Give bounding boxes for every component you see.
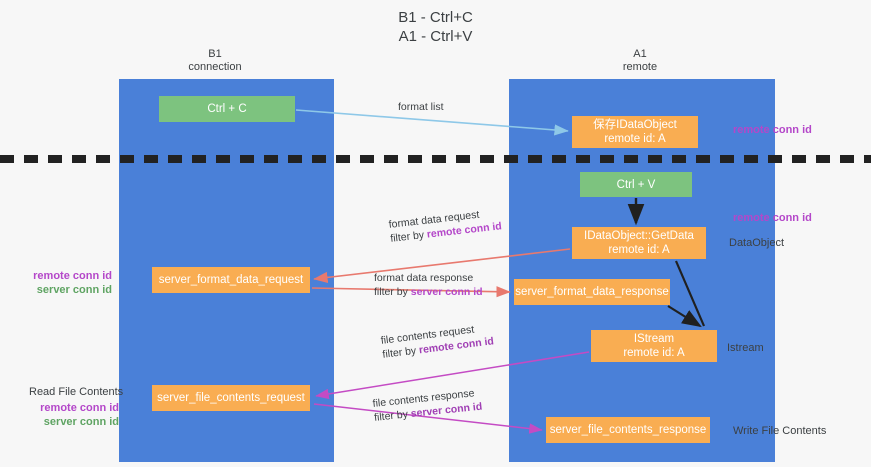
node-ctrl-v-label: Ctrl + V (616, 178, 656, 191)
node-server-format-data-response[interactable]: server_format_data_response (514, 279, 670, 305)
node-idataobject-getdata-label: IDataObject::GetData (584, 230, 694, 242)
node-server-file-contents-response[interactable]: server_file_contents_response (546, 417, 710, 443)
node-server-format-data-request[interactable]: server_format_data_request (152, 267, 310, 293)
filter-prefix: filter by (381, 344, 420, 361)
filter-prefix: filter by (389, 228, 428, 245)
node-ctrl-c-label: Ctrl + C (207, 103, 247, 115)
node-server-format-data-request-label: server_format_data_request (158, 274, 304, 286)
annotation-remote-conn-id-left-2: remote conn id (40, 402, 119, 414)
edge-label-format-list-text: format list (398, 101, 444, 113)
column-header-a1: A1 remote (560, 48, 720, 74)
annotation-server-conn-id-left-1: server conn id (36, 284, 112, 296)
edge-label-format-data-response-line2: filter by server conn id (374, 285, 483, 299)
node-istream[interactable]: IStream remote id: A (591, 330, 717, 362)
node-server-file-contents-response-label: server_file_contents_response (549, 424, 707, 436)
page-title: B1 - Ctrl+C A1 - Ctrl+V (0, 8, 871, 46)
node-idataobject-getdata-sub: remote id: A (608, 244, 670, 256)
node-idataobject-getdata[interactable]: IDataObject::GetData remote id: A (572, 227, 706, 259)
annotation-istream: Istream (727, 342, 764, 354)
annotation-dataobject: DataObject (729, 237, 785, 249)
node-server-format-data-response-label: server_format_data_response (515, 286, 669, 298)
column-header-b1-name: B1 (208, 48, 222, 60)
column-header-b1-role: connection (188, 61, 242, 73)
title-line-1: B1 - Ctrl+C (398, 9, 473, 26)
node-server-file-contents-request[interactable]: server_file_contents_request (152, 385, 310, 411)
node-istream-label: IStream (633, 333, 675, 345)
phase-divider (0, 155, 871, 163)
annotation-remote-conn-id-mid: remote conn id (733, 212, 812, 224)
annotation-conn-ids-bottom: remote conn id server conn id (22, 401, 119, 429)
node-ctrl-c[interactable]: Ctrl + C (159, 96, 295, 122)
edge-label-file-contents-request: file contents request filter by remote c… (380, 320, 495, 361)
annotation-write-file-contents: Write File Contents (733, 425, 827, 437)
column-header-a1-name: A1 (633, 48, 647, 60)
annotation-conn-ids-top: remote conn id server conn id (22, 269, 112, 297)
column-header-a1-role: remote (622, 61, 658, 73)
annotation-remote-conn-id-top: remote conn id (733, 124, 812, 136)
edge-label-format-data-response-line1: format data response (374, 272, 474, 284)
node-save-idataobject[interactable]: 保存IDataObject remote id: A (572, 116, 698, 148)
filter-prefix: filter by (373, 408, 412, 424)
edge-label-format-data-response: format data response filter by server co… (374, 271, 483, 299)
node-save-idataobject-label: 保存IDataObject (593, 119, 677, 131)
filter-key-server-conn-id: server conn id (410, 286, 483, 298)
annotation-read-file-contents: Read File Contents (29, 386, 124, 398)
annotation-server-conn-id-left-2: server conn id (43, 416, 119, 428)
edge-label-format-list: format list (398, 100, 444, 114)
node-server-file-contents-request-label: server_file_contents_request (157, 392, 305, 404)
node-save-idataobject-sub: remote id: A (604, 133, 666, 145)
title-line-2: A1 - Ctrl+V (398, 28, 473, 45)
edge-label-format-data-request: format data request filter by remote con… (388, 205, 502, 246)
annotation-remote-conn-id-left-1: remote conn id (33, 270, 112, 282)
edge-label-file-contents-response: file contents response filter by server … (372, 386, 483, 425)
column-header-b1: B1 connection (135, 48, 295, 74)
filter-prefix: filter by (374, 286, 411, 298)
node-istream-sub: remote id: A (623, 347, 685, 359)
node-ctrl-v[interactable]: Ctrl + V (580, 172, 692, 197)
